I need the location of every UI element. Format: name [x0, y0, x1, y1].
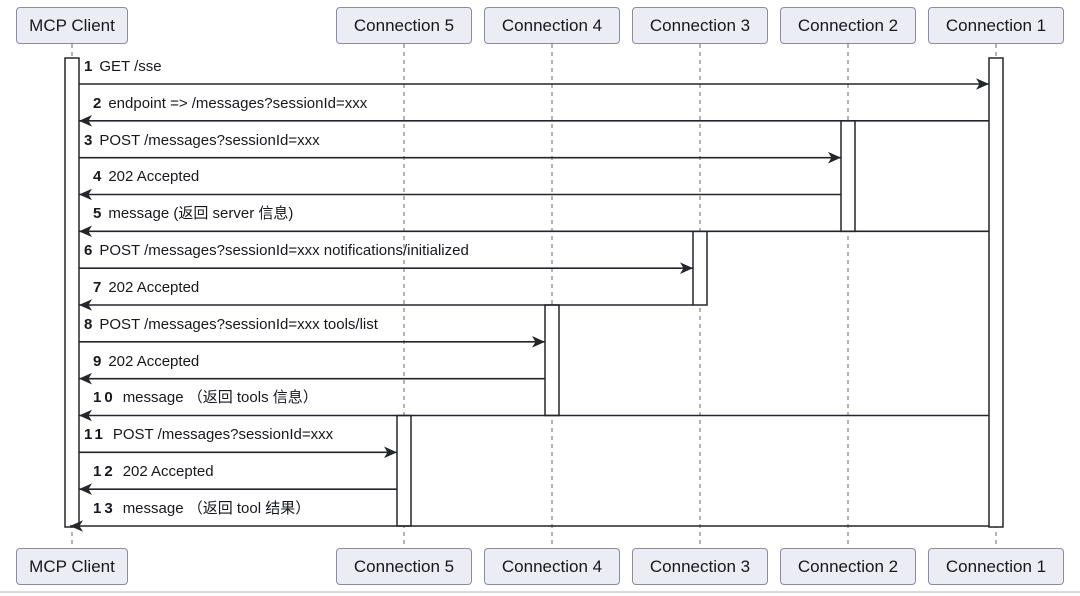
activation-bar-connection-3 [692, 230, 708, 306]
actor-bottom-connection-5: Connection 5 [336, 548, 472, 585]
message-text: 202 Accepted [108, 278, 200, 296]
message-label-4: 4 202 Accepted [93, 167, 199, 187]
arrowhead-4 [79, 188, 92, 201]
actor-bottom-mcp-client: MCP Client [16, 548, 128, 585]
arrowhead-12 [79, 483, 92, 495]
message-label-6: 6 POST /messages?sessionId=xxx notificati… [84, 241, 469, 261]
message-number: 1 [84, 58, 93, 75]
message-text: 202 Accepted [108, 168, 200, 186]
arrowhead-9 [79, 372, 92, 385]
activation-bar-mcp-client [64, 57, 80, 528]
arrowhead-8 [532, 336, 545, 348]
bottom-divider [0, 591, 1080, 593]
arrowhead-13 [70, 520, 83, 532]
message-text: GET /sse [99, 58, 162, 75]
actor-bottom-connection-3: Connection 3 [632, 548, 768, 585]
message-label-7: 7 202 Accepted [93, 278, 199, 298]
arrowhead-3 [828, 151, 841, 164]
actor-top-connection-2: Connection 2 [780, 7, 916, 44]
activation-bar-connection-2 [840, 120, 856, 233]
actor-top-connection-3: Connection 3 [632, 7, 768, 44]
arrowhead-10 [79, 409, 92, 422]
arrowhead-1 [976, 78, 989, 90]
message-number: 4 [93, 168, 102, 186]
actor-bottom-connection-2: Connection 2 [780, 548, 916, 585]
message-number: 2 [93, 94, 102, 112]
message-text: POST /messages?sessionId=xxx notificatio… [99, 242, 469, 260]
actor-top-connection-1: Connection 1 [928, 7, 1064, 44]
arrowhead-6 [680, 262, 693, 274]
arrowhead-5 [79, 225, 92, 238]
message-number: 7 [93, 278, 102, 296]
message-number: 5 [93, 205, 102, 223]
message-label-9: 9 202 Accepted [93, 352, 199, 372]
message-label-2: 2 endpoint => /messages?sessionId=xxx [93, 94, 367, 114]
message-label-1: 1 GET /sse [84, 57, 162, 77]
message-text: POST /messages?sessionId=xxx [99, 131, 320, 149]
message-number: 11 [84, 426, 106, 444]
actor-top-mcp-client: MCP Client [16, 7, 128, 44]
message-label-12: 12 202 Accepted [93, 462, 214, 482]
activation-bar-connection-4 [544, 304, 560, 417]
message-text: POST /messages?sessionId=xxx [112, 426, 334, 444]
message-number: 13 [93, 499, 116, 517]
actor-bottom-connection-1: Connection 1 [928, 548, 1064, 585]
message-label-13: 13 message （返回 tool 结果） [93, 499, 310, 519]
message-label-10: 10 message （返回 tools 信息） [93, 388, 318, 408]
message-number: 3 [84, 131, 93, 149]
message-number: 10 [93, 389, 116, 407]
message-text: 202 Accepted [108, 352, 200, 370]
actor-bottom-connection-4: Connection 4 [484, 548, 620, 585]
message-text: 202 Accepted [122, 463, 214, 481]
message-text: POST /messages?sessionId=xxx tools/list [99, 315, 378, 333]
arrowhead-7 [79, 299, 92, 311]
message-label-8: 8 POST /messages?sessionId=xxx tools/list [84, 315, 378, 335]
message-label-5: 5 message (返回 server 信息) [93, 204, 293, 224]
message-number: 9 [93, 352, 102, 370]
activation-bar-connection-1 [988, 57, 1004, 528]
activation-bar-connection-5 [396, 414, 412, 527]
arrowhead-2 [79, 115, 92, 127]
arrowhead-11 [384, 446, 397, 459]
actor-top-connection-4: Connection 4 [484, 7, 620, 44]
message-number: 6 [84, 242, 93, 260]
message-text: message （返回 tools 信息） [122, 389, 318, 407]
message-text: message （返回 tool 结果） [122, 499, 311, 517]
message-text: message (返回 server 信息) [108, 205, 294, 223]
message-label-3: 3 POST /messages?sessionId=xxx [84, 131, 320, 151]
message-text: endpoint => /messages?sessionId=xxx [108, 94, 368, 112]
message-number: 12 [93, 463, 116, 481]
actor-top-connection-5: Connection 5 [336, 7, 472, 44]
message-number: 8 [84, 315, 93, 333]
message-label-11: 11 POST /messages?sessionId=xxx [84, 425, 333, 445]
